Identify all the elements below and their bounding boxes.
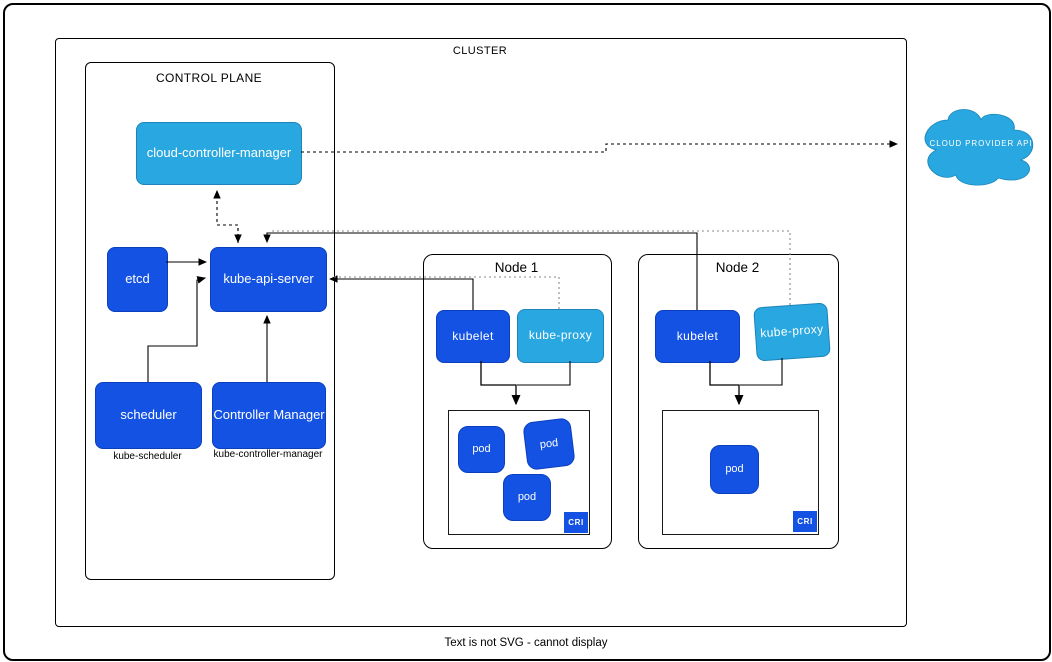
kube-api-server-box: kube-api-server [210, 247, 327, 312]
node1-pod-2: pod [522, 417, 576, 471]
cloud-provider-api-label: CLOUD PROVIDER API [929, 139, 1033, 148]
node1-title: Node 1 [494, 260, 539, 275]
control-plane-title: CONTROL PLANE [155, 71, 263, 85]
node1-pod-3: pod [503, 474, 551, 521]
cloud-controller-manager-box: cloud-controller-manager [136, 122, 302, 185]
scheduler-box: scheduler [95, 382, 202, 449]
node1-pods-container [448, 410, 590, 535]
kube-controller-manager-label: kube-controller-manager [213, 449, 323, 460]
kube-scheduler-label: kube-scheduler [113, 451, 182, 462]
etcd-box: etcd [107, 247, 168, 312]
svg-fallback-caption: Text is not SVG - cannot display [444, 637, 608, 649]
node1-kubelet-box: kubelet [436, 310, 510, 363]
node2-pod-1: pod [710, 445, 759, 494]
node1-kube-proxy-box: kube-proxy [517, 309, 604, 363]
node1-cri-badge: CRI [564, 512, 588, 533]
node2-cri-badge: CRI [793, 511, 817, 532]
node2-pods-container [662, 410, 819, 535]
cluster-title: CLUSTER [452, 45, 508, 57]
node2-title: Node 2 [715, 260, 760, 275]
cluster-box [55, 38, 907, 627]
controller-manager-box: Controller Manager [212, 382, 326, 449]
diagram-outer-frame [3, 3, 1051, 661]
control-plane-box [85, 62, 335, 580]
node1-pod-1: pod [458, 426, 505, 473]
node2-kube-proxy-box: kube-proxy [753, 302, 831, 362]
node2-kubelet-box: kubelet [655, 310, 740, 363]
